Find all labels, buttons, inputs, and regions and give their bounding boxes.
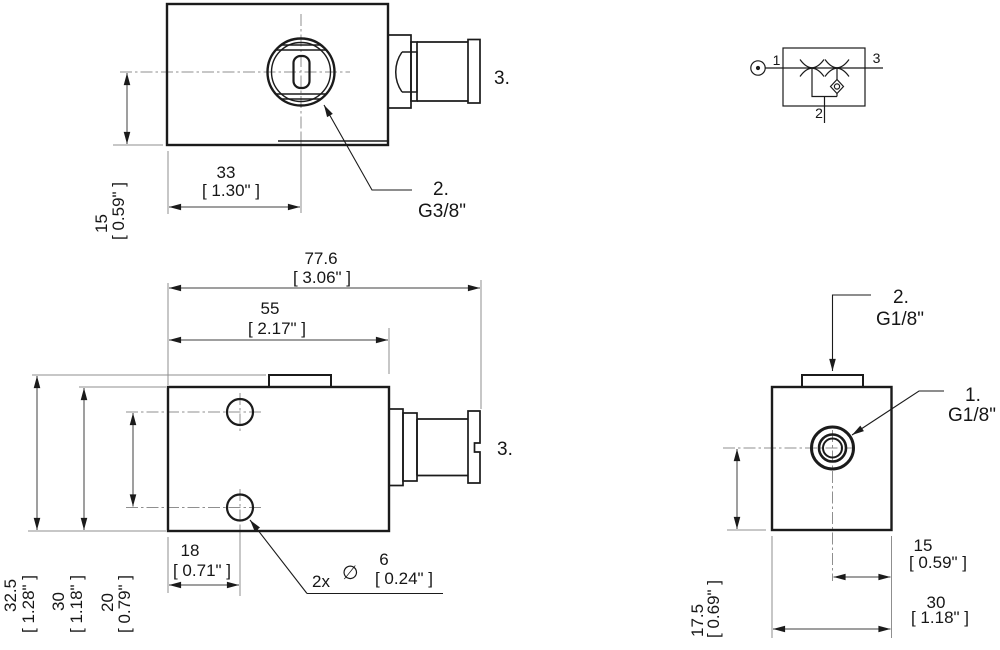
front-view: 77.6 [ 3.06" ] 55 [ 2.17" ] 32.5 [ 1.28"…	[1, 249, 513, 633]
dim-175-inch: [ 0.69" ]	[704, 580, 723, 638]
valve-body-side	[770, 385, 893, 532]
schematic-port1: 1	[773, 52, 781, 68]
dim-55-mm: 55	[261, 299, 280, 318]
dim-18-inch: [ 0.71" ]	[173, 561, 231, 580]
dim-325-mm: 32.5	[1, 579, 20, 612]
dim-33-mm: 33	[217, 163, 236, 182]
dim-30-mm: 30	[49, 592, 68, 611]
top-view-dimension-lines	[123, 73, 412, 211]
hole-qty: 2x	[312, 572, 330, 591]
side-view-texts: 2. G1/8" 1. G1/8" 15 [ 0.59" ] 30 [ 1.18…	[688, 287, 996, 638]
side-port1-thread: G1/8"	[948, 405, 996, 426]
side-view-dimension-lines	[733, 294, 944, 633]
hole-dia-mm: 6	[379, 550, 388, 569]
port2-thread: G3/8"	[418, 201, 466, 222]
dim-15-mm: 15	[92, 214, 111, 233]
port3-fitting-front	[388, 408, 481, 487]
valve-body-top	[165, 2, 390, 147]
port3-label-top: 3.	[494, 68, 510, 89]
dim-33-inch: [ 1.30" ]	[202, 181, 260, 200]
dim-776-inch: [ 3.06" ]	[293, 268, 351, 287]
port1-middle	[817, 433, 848, 463]
dim-20-inch: [ 0.79" ]	[115, 575, 134, 633]
dim-30r-inch: [ 1.18" ]	[911, 608, 969, 627]
hole-dia-inch: [ 0.24" ]	[375, 569, 433, 588]
dim-15r-mm: 15	[914, 536, 933, 555]
side-port2-number: 2.	[893, 287, 909, 308]
port2-plug-outer	[266, 37, 336, 107]
dim-18-mm: 18	[181, 541, 200, 560]
valve-body-front	[166, 385, 391, 533]
dim-325-inch: [ 1.28" ]	[19, 575, 38, 633]
dim-175-mm: 17.5	[688, 604, 707, 637]
port3-label-front: 3.	[497, 439, 513, 460]
dim-30r-mm: 30	[927, 593, 946, 612]
side-view-centerlines	[723, 430, 892, 638]
dim-30-inch: [ 1.18" ]	[67, 575, 86, 633]
schematic-port3: 3	[873, 50, 881, 66]
dim-20-mm: 20	[98, 593, 117, 612]
port2-plug-inner	[270, 41, 332, 103]
port2-boss-side	[801, 374, 864, 388]
top-view-texts: 15 [ 0.59" ] 33 [ 1.30" ] 2. G3/8" 3.	[92, 68, 510, 240]
diameter-symbol: ∅	[342, 563, 359, 584]
top-view: 15 [ 0.59" ] 33 [ 1.30" ] 2. G3/8" 3.	[92, 2, 510, 240]
mounting-hole-upper	[225, 397, 255, 427]
dim-55-inch: [ 2.17" ]	[248, 319, 306, 338]
side-port1-number: 1.	[965, 385, 981, 406]
dim-15-inch: [ 0.59" ]	[109, 182, 128, 240]
check-valve-icon	[811, 68, 845, 98]
plug-slot	[292, 54, 311, 90]
front-view-outline	[166, 374, 481, 533]
side-port2-thread: G1/8"	[876, 309, 924, 330]
dim-15r-inch: [ 0.59" ]	[909, 553, 967, 572]
side-view: 2. G1/8" 1. G1/8" 15 [ 0.59" ] 30 [ 1.18…	[688, 287, 996, 638]
source-dot	[755, 65, 761, 71]
side-view-outline	[770, 374, 893, 532]
port2-boss-front	[268, 374, 332, 388]
top-view-outline	[165, 2, 481, 147]
pneumatic-symbol: 1 3 2	[750, 47, 883, 123]
mounting-hole-lower	[225, 493, 255, 522]
dim-776-mm: 77.6	[304, 249, 337, 268]
front-view-dimension-lines	[33, 284, 480, 595]
port3-fitting-top	[387, 34, 481, 109]
front-view-texts: 77.6 [ 3.06" ] 55 [ 2.17" ] 32.5 [ 1.28"…	[1, 249, 513, 633]
port1-outer	[810, 425, 855, 471]
port1-inner	[822, 437, 843, 459]
schematic-port2: 2	[815, 105, 823, 121]
port2-number: 2.	[433, 179, 449, 200]
